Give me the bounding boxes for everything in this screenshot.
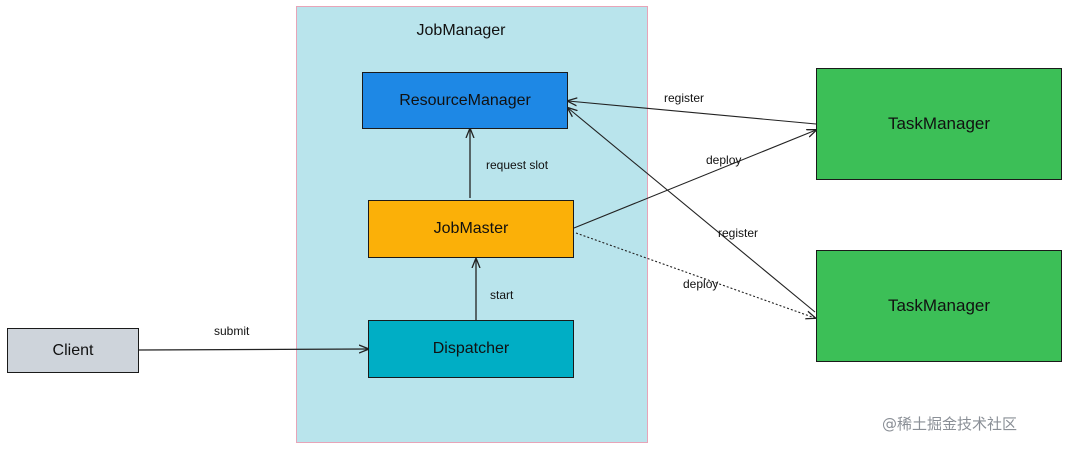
request-slot-label: request slot [486,158,549,172]
start-label: start [490,288,514,302]
job-master-label: JobMaster [433,220,509,237]
dispatcher-node: Dispatcher [368,320,574,378]
resource-manager-node: ResourceManager [362,72,568,129]
client-label: Client [52,341,94,359]
register-bottom-label: register [718,226,759,240]
deploy-top-arrow [573,130,816,229]
watermark: @稀土掘金技术社区 [882,415,1018,433]
resource-manager-label: ResourceManager [399,91,531,109]
register-top-label: register [664,91,705,105]
register-bottom-arrow [568,108,816,313]
deploy-bottom-label: deploy [683,277,719,291]
submit-arrow [138,349,368,350]
jobmanager-title: JobManager [416,22,506,39]
job-master-node: JobMaster [368,200,574,258]
register-top-arrow [568,101,817,125]
submit-label: submit [214,324,250,338]
dispatcher-label: Dispatcher [432,340,510,357]
task-manager-top-label: TaskManager [887,114,991,133]
task-manager-top-node: TaskManager [816,68,1062,180]
deploy-bottom-arrow [575,232,815,318]
task-manager-bottom-label: TaskManager [887,296,991,315]
client-node: Client [7,328,139,373]
deploy-top-label: deploy [706,153,742,167]
task-manager-bottom-node: TaskManager [816,250,1062,362]
